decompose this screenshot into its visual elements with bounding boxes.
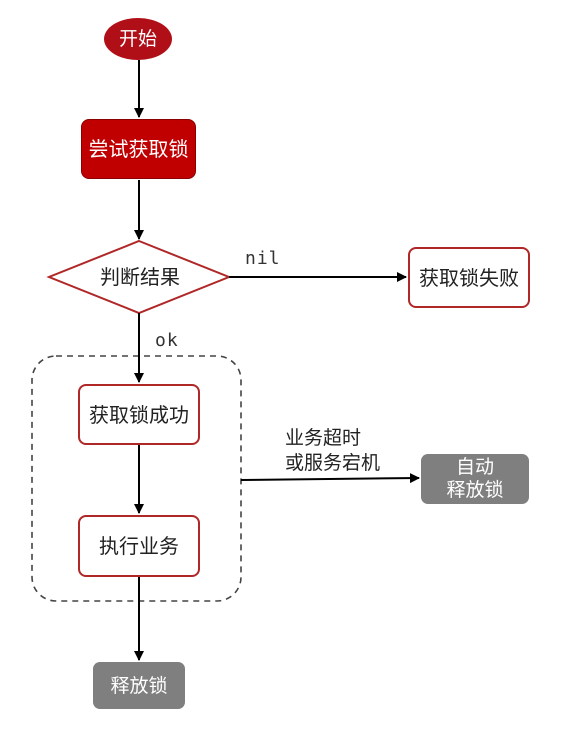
- execute-business-label: 执行业务: [99, 534, 179, 558]
- auto-release-line1: 自动: [455, 456, 494, 478]
- lock-fail-node: 获取锁失败: [408, 247, 530, 308]
- arrow-group-to-auto-release: [240, 473, 420, 484]
- start-label: 开始: [118, 28, 157, 50]
- nil-edge-label: nil: [245, 248, 281, 269]
- lock-fail-label: 获取锁失败: [419, 265, 519, 290]
- start-node: 开始: [104, 18, 172, 60]
- auto-release-node: 自动 释放锁: [421, 454, 529, 504]
- execute-business-node: 执行业务: [78, 515, 200, 577]
- timeout-edge-label: 业务超时 或服务宕机: [285, 426, 380, 476]
- dashed-group-box: [31, 355, 242, 602]
- decision-label: 判断结果: [100, 265, 180, 289]
- ok-edge-label: ok: [155, 330, 179, 351]
- timeout-line2: 或服务宕机: [285, 452, 381, 474]
- lock-success-node: 获取锁成功: [78, 384, 200, 445]
- timeout-line1: 业务超时: [285, 427, 362, 449]
- lock-success-label: 获取锁成功: [89, 402, 189, 427]
- release-lock-node: 释放锁: [93, 662, 185, 709]
- auto-release-line2: 释放锁: [446, 479, 504, 501]
- try-lock-node: 尝试获取锁: [81, 119, 196, 179]
- release-lock-label: 释放锁: [110, 674, 168, 697]
- decision-node: 判断结果: [70, 262, 210, 292]
- try-lock-label: 尝试获取锁: [88, 137, 189, 161]
